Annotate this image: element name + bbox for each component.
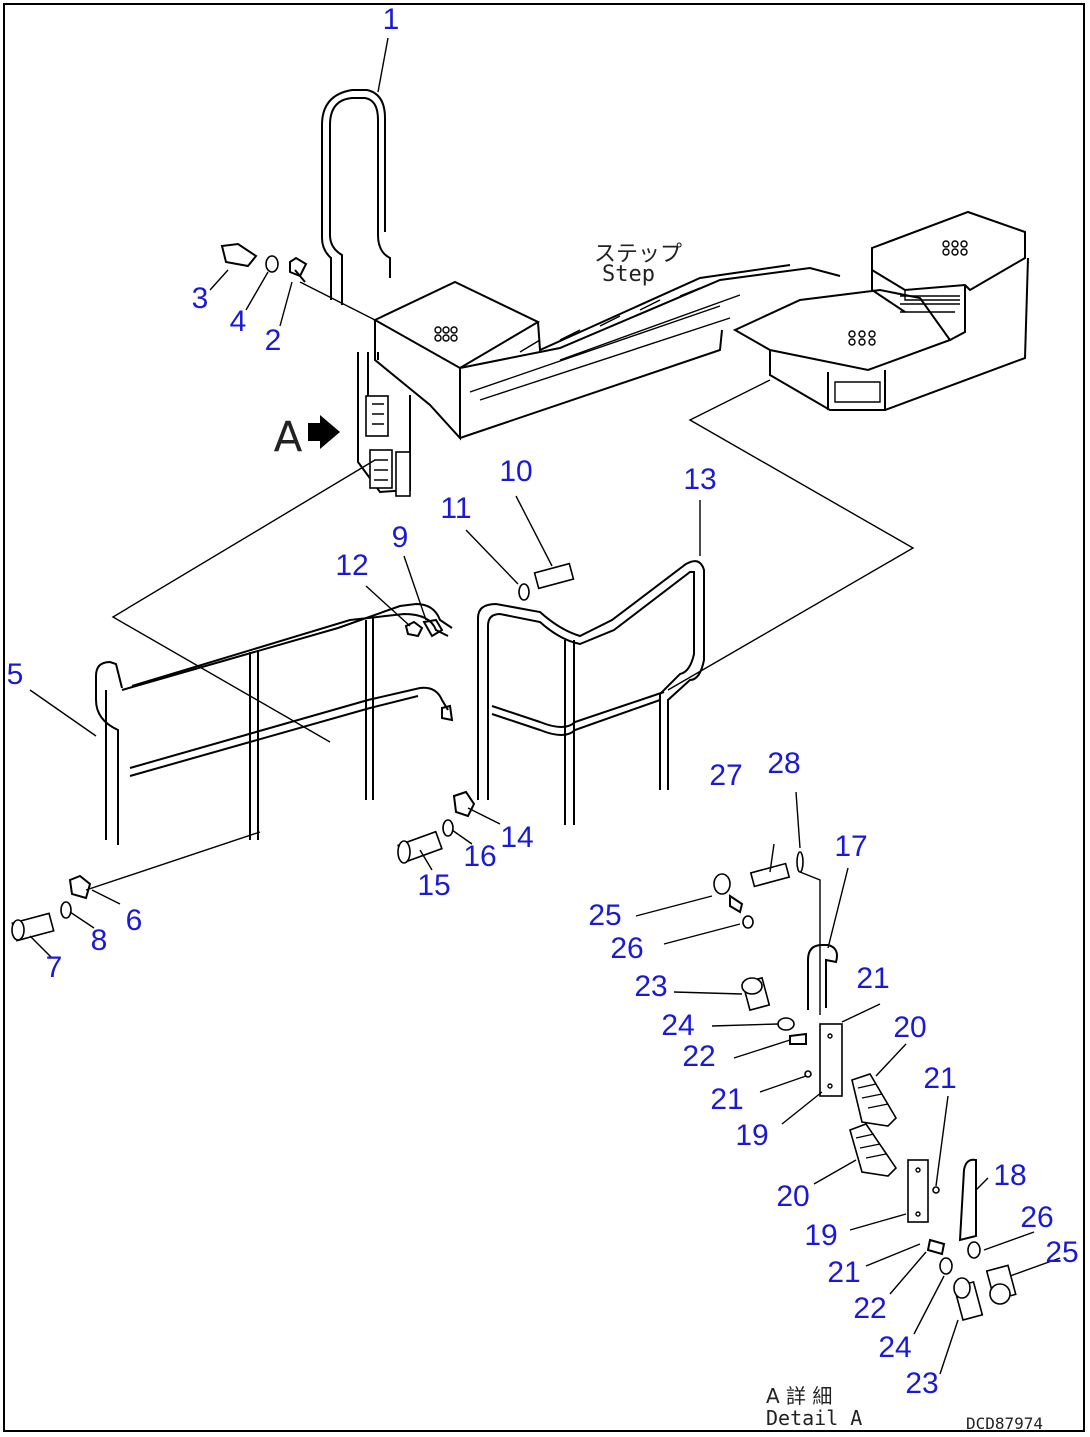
callout-6: 6 [125,904,143,937]
callout-14: 14 [500,821,534,854]
callout-21c: 21 [710,1083,744,1116]
fasteners-14-15-16 [397,790,476,864]
callout-19a: 19 [735,1119,769,1152]
callout-3: 3 [191,282,209,315]
callout-20b: 20 [776,1180,810,1213]
leader-lines [29,37,1061,1375]
callout-26a: 26 [610,932,644,965]
callout-25a: 25 [588,899,622,932]
detail-label-jp: A 詳 細 [766,1384,833,1408]
callout-24b: 24 [878,1331,912,1364]
fasteners-6-7-8 [11,831,261,942]
reference-lines [111,379,915,743]
callout-4: 4 [229,305,247,338]
callout-17: 17 [834,830,868,863]
callout-11: 11 [440,492,472,525]
callout-20a: 20 [893,1011,927,1044]
handrail-lower-middle [477,560,705,825]
step-label-en: Step [602,262,655,287]
callout-16: 16 [463,840,497,873]
step-label-jp: ステップ [594,242,683,267]
step-structure [308,210,1029,497]
callout-25b: 25 [1045,1236,1079,1269]
callout-5: 5 [6,658,24,691]
callout-2: 2 [264,324,282,357]
callout-12: 12 [335,549,369,582]
callout-23b: 23 [905,1367,939,1400]
handrail-lower-left [95,602,453,845]
callout-27: 27 [709,759,743,792]
detail-label-en: Detail A [766,1406,863,1430]
callout-28: 28 [767,747,801,780]
drawing-border [3,3,1085,1432]
callout-21b: 21 [923,1062,957,1095]
callout-26b: 26 [1020,1201,1054,1234]
callout-23a: 23 [634,970,668,1003]
callout-24a: 24 [661,1009,695,1042]
callout-21d: 21 [827,1256,861,1289]
callout-7: 7 [45,951,63,984]
fasteners-2-3-4 [220,242,376,321]
handrail-upper [321,89,391,305]
drawing-code: DCD87974 [966,1414,1044,1433]
callout-8: 8 [90,924,108,957]
callout-9: 9 [391,521,409,554]
callout-10: 10 [499,455,533,488]
view-letter-a: A [273,412,303,462]
fasteners-9-12 [404,562,575,722]
callout-22a: 22 [682,1040,716,1073]
detail-a-parts [713,851,1017,1321]
callout-18: 18 [993,1159,1027,1192]
callout-13: 13 [683,463,717,496]
callout-21a: 21 [856,962,890,995]
callout-19b: 19 [804,1219,838,1252]
callout-22b: 22 [853,1292,887,1325]
callout-15: 15 [417,869,451,902]
callout-1: 1 [382,3,400,36]
